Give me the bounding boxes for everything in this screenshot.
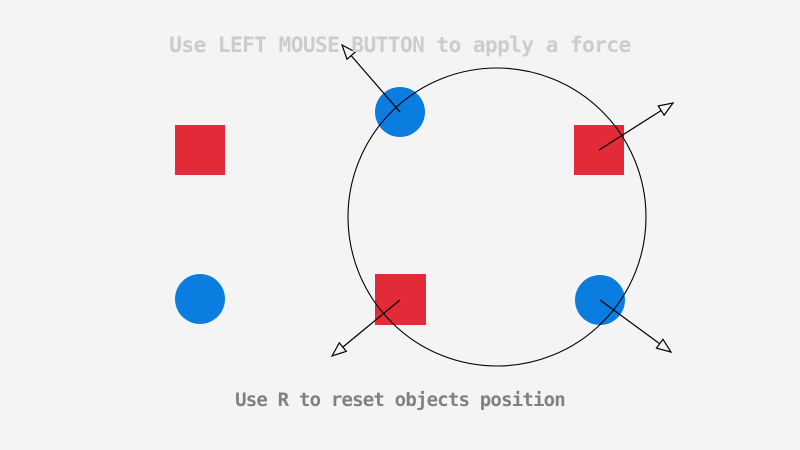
instruction-reset: Use R to reset objects position (235, 389, 566, 411)
force-arrow-bottom-blue-circle-line (599, 299, 661, 345)
force-arrow-top-blue-circle-line (350, 55, 401, 113)
red-square-bottom-center[interactable] (375, 274, 426, 325)
force-arrow-top-blue-circle-head (340, 43, 357, 61)
force-arrow-bottom-red-square-head (330, 341, 348, 358)
boundary-circle (347, 67, 647, 367)
force-arrow-top-right-square-line (598, 109, 662, 151)
force-arrow-bottom-red-square-line (342, 299, 401, 348)
instruction-apply-force: Use LEFT MOUSE BUTTON to apply a force (169, 33, 631, 57)
force-arrow-top-right-square-head (657, 102, 675, 117)
blue-circle-left[interactable] (175, 274, 225, 324)
red-square-left[interactable] (175, 125, 225, 175)
force-arrow-bottom-blue-circle-head (655, 338, 673, 353)
